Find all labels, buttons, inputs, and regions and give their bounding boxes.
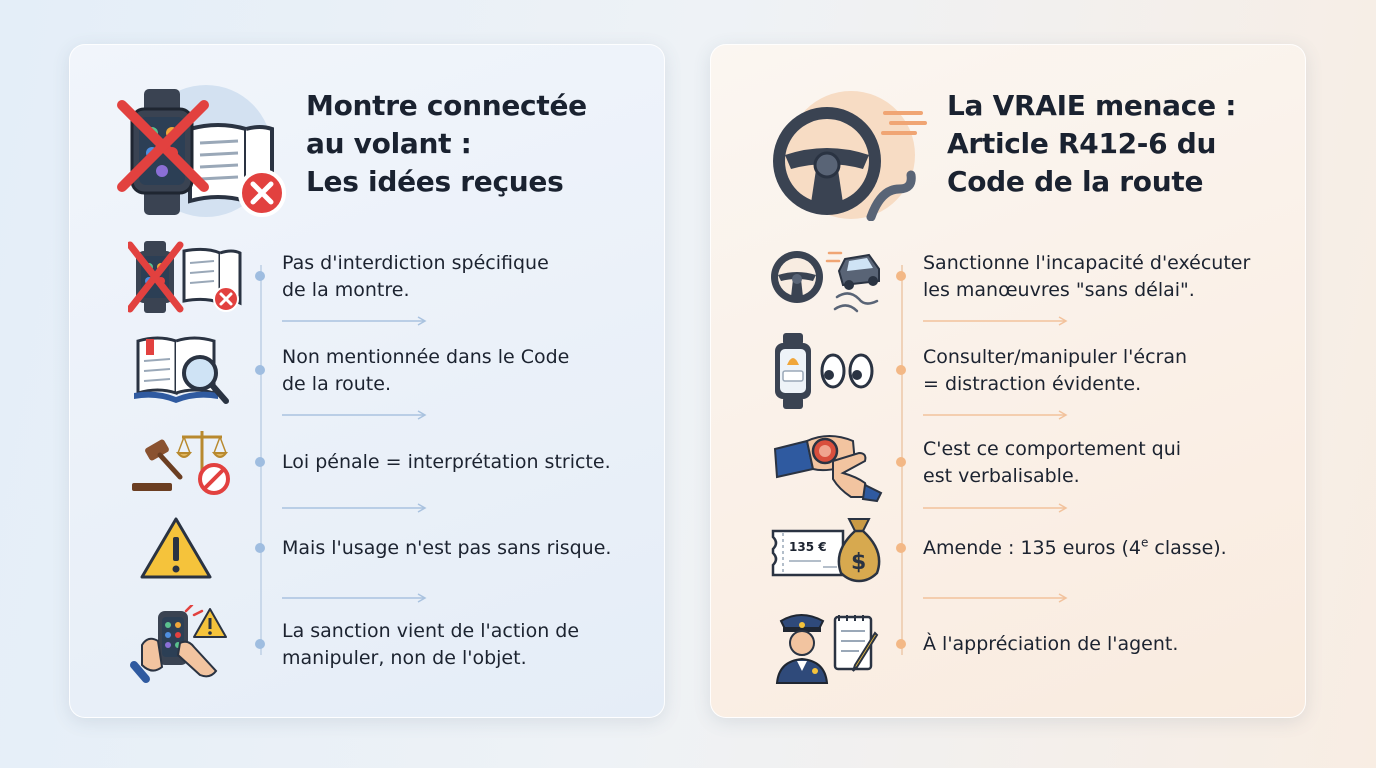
hand-watch-alert-icon	[130, 605, 227, 683]
book-magnifier-icon	[134, 336, 229, 404]
right-item-5: À l'appréciation de l'agent.	[711, 605, 1307, 685]
right-item-3: C'est ce comportement qui est verbalisab…	[711, 423, 1307, 503]
police-officer-notepad-icon	[775, 614, 879, 684]
right-panel: La VRAIE menace : Article R412-6 du Code…	[710, 44, 1306, 718]
item-text: Loi pénale = interprétation stricte.	[282, 451, 611, 473]
item-text: Amende : 135 euros (4e classe).	[923, 535, 1227, 559]
left-panel: Montre connectée au volant : Les idées r…	[69, 44, 665, 718]
timeline-dot	[255, 365, 265, 375]
timeline-dot	[255, 457, 265, 467]
arrow-right-icon	[923, 593, 1068, 603]
steering-wheel-car-icon	[771, 251, 880, 313]
steering-wheel-road-icon	[773, 91, 927, 221]
timeline-dot	[896, 543, 906, 553]
left-item-5: La sanction vient de l'action de manipul…	[70, 605, 666, 685]
item-text: Sanctionne l'incapacité d'exécuter les m…	[923, 252, 1251, 301]
timeline-dot	[896, 271, 906, 281]
left-item-3: Loi pénale = interprétation stricte.	[70, 423, 666, 503]
crossed-watch-and-book-icon	[117, 85, 286, 217]
item-text: C'est ce comportement qui est verbalisab…	[923, 438, 1182, 487]
warning-icon	[140, 517, 212, 579]
left-title: Montre connectée au volant : Les idées r…	[306, 89, 587, 198]
timeline-dot	[255, 271, 265, 281]
timeline-dot	[896, 639, 906, 649]
arrow-right-icon	[923, 316, 1068, 326]
arrow-right-icon	[923, 410, 1068, 420]
dollar-sign: $	[851, 550, 866, 575]
item-text: Mais l'usage n'est pas sans risque.	[282, 537, 612, 559]
timeline-dot	[255, 543, 265, 553]
item-text: Consulter/manipuler l'écran = distractio…	[923, 346, 1188, 395]
ticket-money-bag-icon: 135 € $	[771, 518, 881, 583]
ticket-amount: 135 €	[789, 540, 827, 554]
gavel-scales-icon	[132, 431, 230, 495]
item-text: À l'appréciation de l'agent.	[923, 633, 1179, 655]
timeline-dot	[255, 639, 265, 649]
arrow-right-icon	[282, 593, 427, 603]
right-item-4: 135 € $ Amende : 135 euros (4e classe).	[711, 509, 1307, 589]
watch-eyes-icon	[775, 333, 874, 409]
right-item-2: Consulter/manipuler l'écran = distractio…	[711, 331, 1307, 411]
item-text: Pas d'interdiction spécifique de la mont…	[282, 252, 549, 301]
timeline-dot	[896, 457, 906, 467]
left-item-1: Pas d'interdiction spécifique de la mont…	[70, 237, 666, 317]
right-item-1: Sanctionne l'incapacité d'exécuter les m…	[711, 237, 1307, 317]
timeline-dot	[896, 365, 906, 375]
arrow-right-icon	[282, 316, 427, 326]
right-title: La VRAIE menace : Article R412-6 du Code…	[947, 89, 1237, 198]
arrow-right-icon	[282, 503, 427, 513]
item-text: La sanction vient de l'action de manipul…	[282, 620, 580, 669]
item-text: Non mentionnée dans le Code de la route.	[282, 346, 570, 395]
hand-touch-watch-icon	[773, 435, 883, 503]
crossed-watch-book-icon	[128, 241, 242, 313]
left-item-2: Non mentionnée dans le Code de la route.	[70, 331, 666, 411]
left-item-4: Mais l'usage n'est pas sans risque.	[70, 509, 666, 589]
arrow-right-icon	[282, 410, 427, 420]
arrow-right-icon	[923, 503, 1068, 513]
